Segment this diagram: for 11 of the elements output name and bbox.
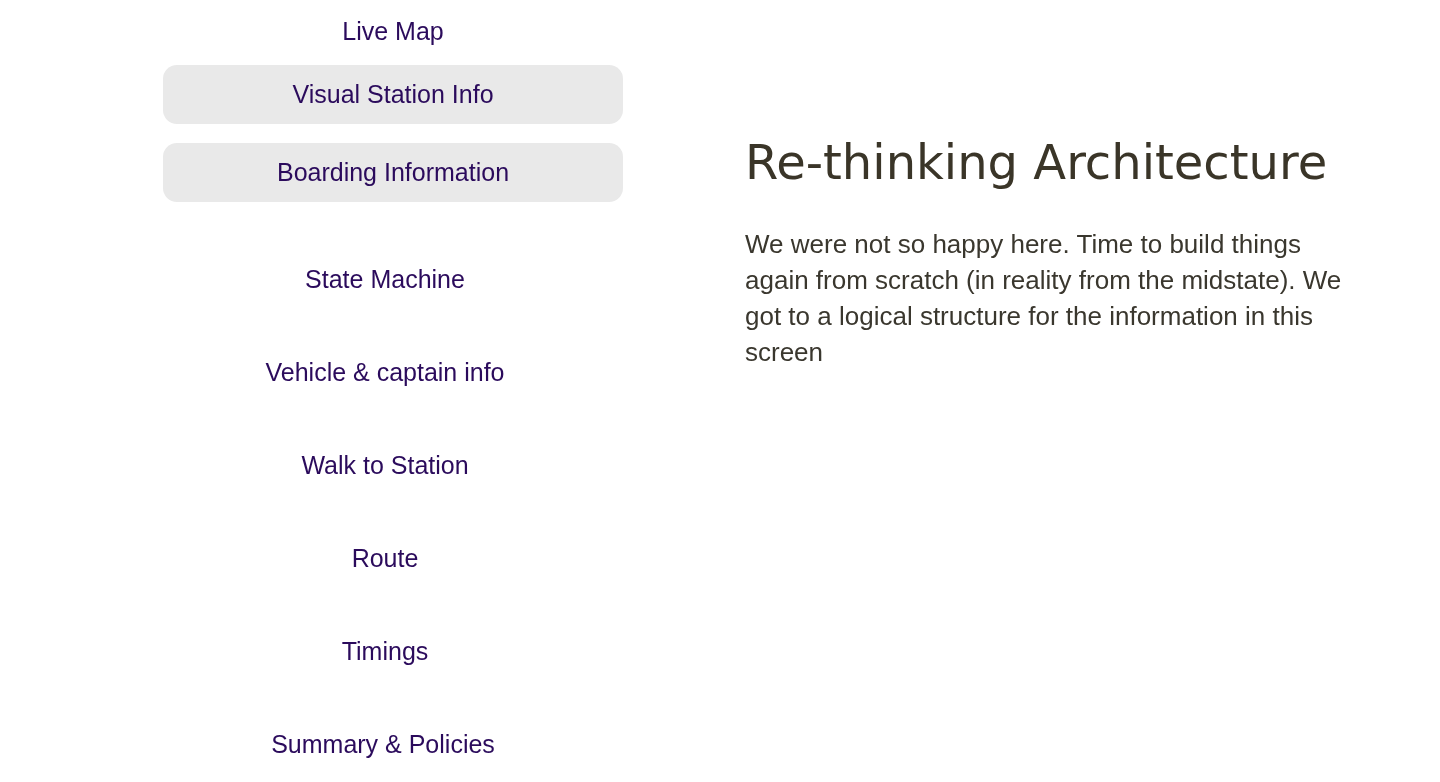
section-label: Visual Station Info <box>292 80 494 109</box>
heading: Re-thinking Architecture <box>745 134 1328 190</box>
section-label: Vehicle & captain info <box>265 357 505 387</box>
section-label: Live Map <box>342 16 444 46</box>
description-paragraph: We were not so happy here. Time to build things again from scratch (in reality from the midstate). We got to a logical structure for the information in this screen <box>745 228 1343 369</box>
section-label: Walk to Station <box>301 450 469 480</box>
section-label: State Machine <box>305 264 465 294</box>
section-label: Boarding Information <box>276 158 510 187</box>
section-label: Timings <box>341 636 429 666</box>
section-label: Summary & Policies <box>271 729 495 759</box>
section-label: Route <box>351 543 419 573</box>
